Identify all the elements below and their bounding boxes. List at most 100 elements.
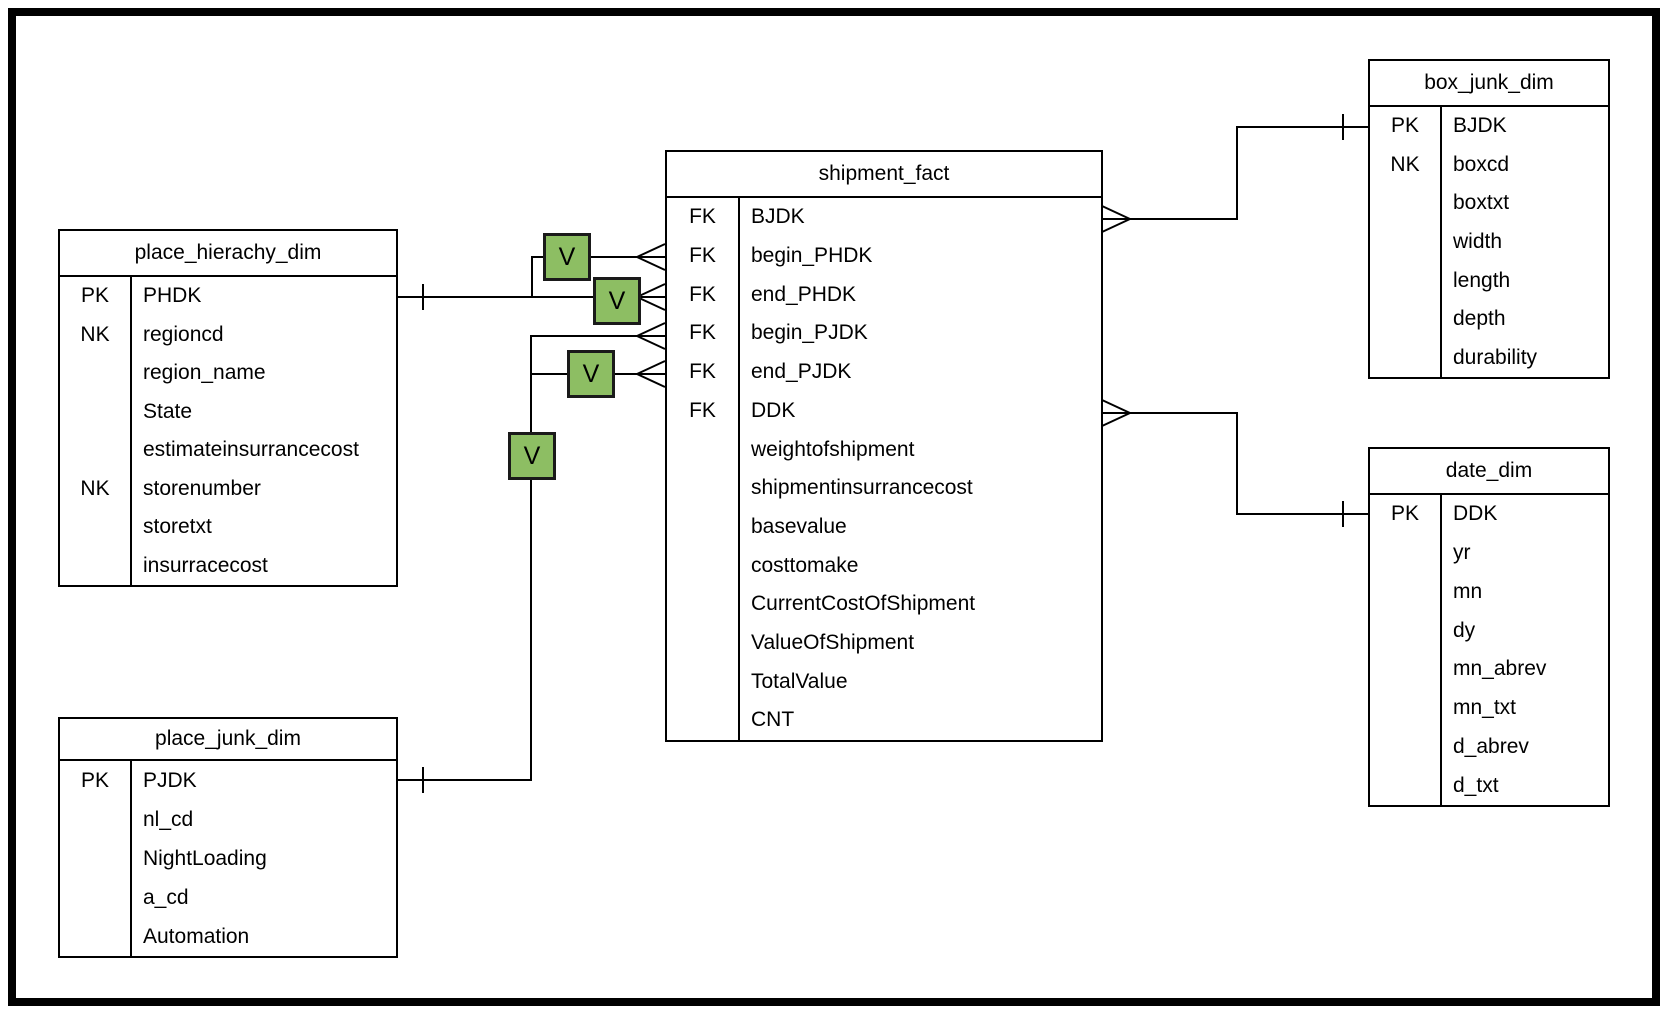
entity-field-row[interactable]: length [1370, 261, 1608, 300]
connector-place_hierachy_dim.PHDK-to-shipment_fact.begin_PHDK[interactable] [398, 243, 666, 310]
entity-field-row[interactable]: nl_cd [60, 800, 396, 839]
entity-field-row[interactable]: a_cd [60, 878, 396, 917]
entity-field-row[interactable]: mn [1370, 572, 1608, 612]
connector-place_junk_dim.PJDK-to-shipment_fact.begin_PJDK[interactable] [398, 322, 666, 793]
field-key-label: FK [667, 391, 740, 431]
connector-date_dim.DDK-to-shipment_fact.DDK[interactable] [1101, 399, 1368, 527]
entity-field-row[interactable]: PK PJDK [60, 761, 396, 800]
connector-box_junk_dim.BJDK-to-shipment_fact.BJDK[interactable] [1101, 114, 1368, 233]
entity-field-row[interactable]: FK begin_PJDK [667, 314, 1101, 353]
field-name-label: basevalue [751, 514, 847, 538]
entity-field-row[interactable]: TotalValue [667, 662, 1101, 702]
entity-field-row[interactable]: FK BJDK [667, 198, 1101, 237]
entity-field-row[interactable]: storetxt [60, 508, 396, 547]
field-key-label: NK [60, 469, 132, 508]
field-key-label: FK [667, 314, 740, 353]
field-name-label: PJDK [143, 768, 197, 792]
entity-field-row[interactable]: width [1370, 222, 1608, 262]
entity-title: shipment_fact [667, 152, 1101, 198]
entity-field-row[interactable]: d_txt [1370, 766, 1608, 805]
entity-field-row[interactable]: ValueOfShipment [667, 623, 1101, 663]
entity-field-row[interactable]: weightofshipment [667, 430, 1101, 469]
field-key-label [1370, 766, 1442, 805]
entity-field-row[interactable]: estimateinsurrancecost [60, 431, 396, 470]
entity-field-row[interactable]: dy [1370, 611, 1608, 650]
field-key-label [60, 546, 132, 585]
field-name-label: mn_abrev [1453, 657, 1547, 681]
field-name-label: CurrentCostOfShipment [751, 592, 976, 616]
entity-field-row[interactable]: State [60, 392, 396, 431]
crows-foot-many-marker [636, 283, 666, 311]
entity-field-row[interactable]: d_abrev [1370, 727, 1608, 767]
field-name-label: durability [1453, 345, 1538, 369]
valued-relationship-box[interactable]: V [543, 233, 591, 281]
entity-field-row[interactable]: mn_txt [1370, 688, 1608, 728]
entity-field-row[interactable]: depth [1370, 299, 1608, 339]
field-key-label: FK [667, 198, 740, 237]
entity-field-row[interactable]: mn_abrev [1370, 650, 1608, 689]
entity-field-row[interactable]: boxtxt [1370, 184, 1608, 223]
entity-field-row[interactable]: basevalue [667, 507, 1101, 547]
field-name-label: region_name [143, 361, 266, 385]
entity-field-row[interactable]: shipmentinsurrancecost [667, 468, 1101, 508]
field-key-label [667, 585, 740, 624]
field-name-label: dy [1453, 618, 1476, 642]
field-key-label [1370, 727, 1442, 767]
field-name-label: end_PHDK [751, 282, 857, 306]
entity-title: date_dim [1370, 449, 1608, 495]
field-key-label [1370, 299, 1442, 339]
field-key-label [1370, 222, 1442, 262]
valued-relationship-box[interactable]: V [567, 350, 615, 398]
field-key-label [667, 546, 740, 586]
entity-field-row[interactable]: insurracecost [60, 546, 396, 585]
field-name-label: CNT [751, 708, 795, 732]
field-key-label [667, 507, 740, 547]
field-key-label [1370, 650, 1442, 689]
field-name-label: nl_cd [143, 807, 194, 831]
field-name-label: DDK [751, 398, 796, 422]
entity-field-row[interactable]: NightLoading [60, 839, 396, 878]
field-name-label: d_abrev [1453, 734, 1529, 758]
field-name-label: begin_PJDK [751, 321, 868, 345]
entity-field-row[interactable]: Automation [60, 917, 396, 956]
entity-field-row[interactable]: CNT [667, 701, 1101, 740]
field-name-label: estimateinsurrancecost [143, 438, 359, 462]
valued-relationship-box[interactable]: V [593, 277, 641, 325]
entity-field-row[interactable]: costtomake [667, 546, 1101, 586]
field-name-label: d_txt [1453, 773, 1499, 797]
field-key-label [667, 701, 740, 740]
field-key-label [667, 662, 740, 702]
field-name-label: State [143, 399, 193, 423]
field-name-label: a_cd [143, 885, 189, 909]
entity-field-row[interactable]: CurrentCostOfShipment [667, 585, 1101, 624]
field-key-label: PK [1370, 495, 1442, 534]
entity-field-row[interactable]: durability [1370, 338, 1608, 377]
field-key-label [1370, 533, 1442, 573]
field-name-label: Automation [143, 924, 250, 948]
field-name-label: BJDK [751, 205, 805, 229]
field-key-label: PK [60, 277, 132, 316]
field-key-label: PK [60, 761, 132, 800]
entity-field-row[interactable]: yr [1370, 533, 1608, 573]
field-name-label: BJDK [1453, 114, 1507, 138]
field-name-label: regioncd [143, 322, 224, 346]
entity-field-row[interactable]: FK DDK [667, 391, 1101, 431]
valued-relationship-box[interactable]: V [508, 432, 556, 480]
field-key-label [1370, 184, 1442, 223]
entity-field-row[interactable]: region_name [60, 354, 396, 393]
field-key-label [60, 508, 132, 547]
